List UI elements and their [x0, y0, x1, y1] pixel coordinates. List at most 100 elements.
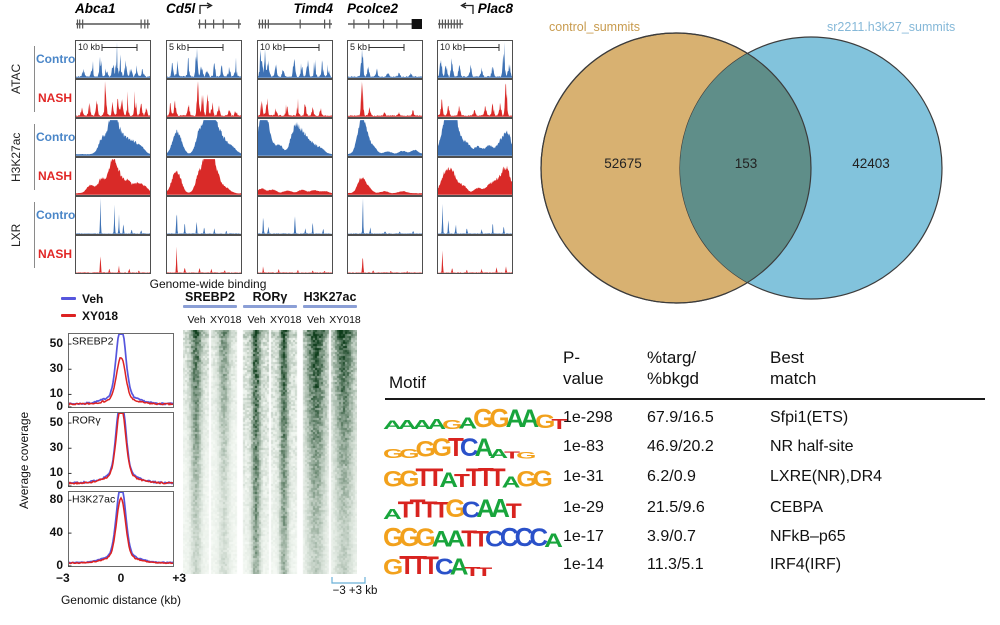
row-label-nash: NASH — [37, 91, 72, 105]
venn-svg — [540, 32, 943, 304]
logo-letter: T — [551, 415, 568, 433]
track-Abca1-ATAC-NASH — [75, 79, 151, 118]
y-tick-label: 0 — [56, 478, 63, 492]
y-tick-label: 10 — [49, 386, 63, 401]
gene-label: Timd4 — [293, 0, 333, 16]
track-Plac8-LXR-NASH — [437, 235, 513, 274]
logo-letter: G — [431, 433, 452, 462]
track-Timd4-H3K27ac-Control — [257, 118, 333, 157]
venn-left-count: 52675 — [604, 156, 642, 171]
track-grid: 10 kb 5 kb 10 kb 5 kb 10 kb — [0, 0, 535, 292]
veh-dash-icon — [61, 296, 76, 301]
scale-bar-label: 5 kb — [169, 42, 187, 52]
logo-letter: G — [442, 417, 463, 432]
venn-diagram: control_summits sr2211.h3k27_summits 526… — [535, 10, 995, 315]
xy018-dash-icon — [61, 313, 76, 318]
row-label-nash: NASH — [37, 169, 72, 183]
heatmap-group-label: SREBP2 — [184, 290, 236, 304]
xy018-curve — [68, 412, 174, 485]
logo-letter: A — [520, 404, 540, 433]
group-bracket — [34, 124, 35, 190]
logo-letter: A — [446, 524, 466, 552]
heatmap-group-srebp2: SREBP2 — [183, 290, 237, 308]
logo-letter: T — [421, 495, 438, 523]
gene-header-pcolce2: Pcolce2 — [347, 0, 423, 16]
motif-row: GGGGTCAATG 1e-83 46.9/20.2 NR half-site — [383, 432, 995, 462]
logo-letter: T — [505, 498, 522, 523]
track-Timd4-H3K27ac-NASH — [257, 157, 333, 196]
scale-bar: 5 kb — [350, 42, 406, 52]
gene-label: Pcolce2 — [347, 0, 399, 16]
x-tick: −3 — [56, 571, 70, 585]
gene-model — [438, 19, 464, 29]
treatment-label: Veh — [187, 314, 206, 326]
y-tick-label: 0 — [56, 399, 63, 413]
motif-logo: GGTTATTTTAGG — [383, 462, 553, 492]
track-Pcolce2-H3K27ac-Control — [347, 118, 423, 157]
tss-arrow-left-icon — [459, 1, 474, 14]
y-tick-label: 30 — [49, 361, 63, 376]
logo-letter: G — [516, 466, 537, 492]
logo-letter: A — [491, 493, 510, 523]
track-Plac8-H3K27ac-Control — [437, 118, 513, 157]
track-Abca1-H3K27ac-Control — [75, 118, 151, 157]
coverage-panel: Veh XY018 Average coverage −3 0 +3 Genom… — [15, 288, 195, 623]
logo-letter: C — [459, 433, 479, 462]
heatmap-group-h3k27ac: H3K27ac — [303, 290, 357, 308]
logo-letter: T — [461, 524, 478, 552]
logo-letter: G — [383, 466, 404, 492]
logo-letter: A — [501, 473, 521, 492]
header-targ-bkgd: %targ/ %bkgd — [647, 347, 699, 389]
match-cell: LXRE(NR),DR4 — [770, 468, 883, 485]
logo-letter: T — [476, 565, 493, 579]
y-tick-label: 50 — [49, 415, 63, 430]
track-Plac8-ATAC-NASH — [437, 79, 513, 118]
motif-row: GGGAATTCCCCA 1e-17 3.9/0.7 NFkB–p65 — [383, 522, 995, 552]
scale-bar: 10 kb — [260, 42, 321, 52]
header-best-line2: match — [770, 369, 817, 388]
logo-letter: C — [499, 522, 519, 552]
xy018-curve — [68, 496, 174, 565]
logo-letter: T — [477, 462, 494, 492]
motif-logo: AAAAGAGGAAGT — [383, 404, 568, 433]
coverage-plot-SREBP2: SREBP2 — [68, 333, 174, 408]
tss-arrow-right-icon — [199, 1, 214, 14]
header-pvalue: P- value — [563, 347, 604, 389]
track-Plac8-LXR-Control — [437, 196, 513, 235]
tracks-caption: Genome-wide binding — [149, 277, 267, 291]
scale-bar-line — [283, 43, 320, 51]
match-cell: NR half-site — [770, 438, 854, 455]
scale-bar: 10 kb — [440, 42, 501, 52]
pvalue-cell: 1e-14 — [563, 556, 604, 573]
treatment-label: XY018 — [210, 314, 242, 326]
legend-item-veh: Veh — [61, 290, 118, 307]
coverage-legend: Veh XY018 — [61, 290, 118, 324]
track-Cd5l-LXR-NASH — [166, 235, 242, 274]
group-underline — [183, 305, 237, 308]
row-label-control: Control — [36, 52, 79, 66]
scale-bar-label: 10 kb — [260, 42, 283, 52]
logo-letter: A — [476, 494, 496, 523]
logo-letter: A — [383, 505, 402, 523]
logo-letter: T — [489, 463, 506, 492]
treatment-label: XY018 — [270, 314, 302, 326]
scale-bar: 10 kb — [78, 42, 139, 52]
y-tick-label: 50 — [49, 336, 63, 351]
y-tick-label: 80 — [49, 492, 63, 507]
track-Plac8-H3K27ac-NASH — [437, 157, 513, 196]
gene-model — [198, 19, 241, 29]
logo-letter: T — [433, 497, 450, 523]
gene-header-plac8: Plac8 — [437, 0, 513, 16]
track-Abca1-H3K27ac-NASH — [75, 157, 151, 196]
header-pvalue-line2: value — [563, 369, 604, 388]
group-underline — [303, 305, 357, 308]
veh-legend-label: Veh — [82, 291, 104, 306]
logo-letter: G — [399, 522, 420, 552]
treatment-label: XY018 — [329, 314, 361, 326]
scale-bar-label: 10 kb — [78, 42, 101, 52]
x-axis-ticks: −3 0 +3 — [56, 571, 186, 585]
xy018-curve — [68, 357, 174, 406]
logo-letter: T — [423, 551, 439, 580]
pvalue-cell: 1e-83 — [563, 438, 604, 455]
